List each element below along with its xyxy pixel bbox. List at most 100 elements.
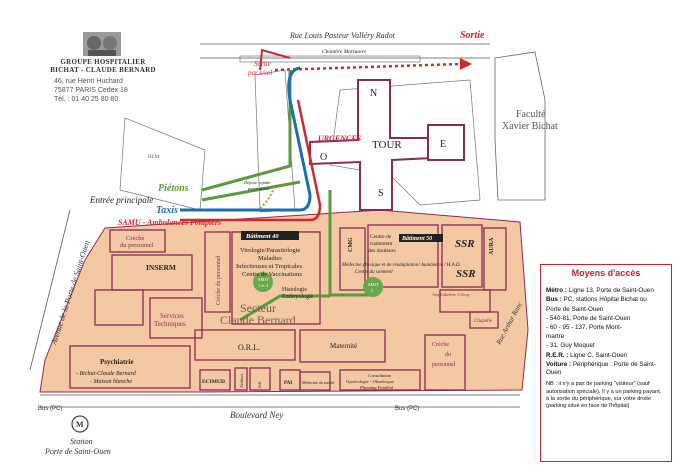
centre-douleurs-label: des douleurs <box>368 248 396 254</box>
creche-personnel-vertical: Crèche du personnel <box>216 255 222 305</box>
medecine-physique-label: Centre du sommeil <box>355 270 393 275</box>
hlm-label: HLM <box>148 155 160 160</box>
sortie-ssol-label: Sortie <box>254 60 271 68</box>
taxi-route <box>180 66 312 212</box>
urgences-label: URGENCES <box>318 134 362 143</box>
creche-du-personnel-label: Crèche <box>432 342 449 348</box>
smit-1-marker <box>253 272 273 292</box>
phone-line: Tél. : 01 40 25 80 80 <box>54 96 119 103</box>
bus-stop-right: Bus (PC) <box>395 406 419 412</box>
exit-route <box>259 48 472 72</box>
street-top: Rue Louis Pasteur Valléry Radot <box>289 31 396 40</box>
consultation-label: Consultation <box>368 373 392 378</box>
ssr-label-2: SSR <box>456 268 476 280</box>
bus-line: Porte de Saint-Ouen <box>546 305 604 313</box>
centre-douleurs-label: traitement <box>370 241 393 247</box>
chambre-mortuaire-label: Chambre Mortuaire <box>322 49 367 55</box>
bus-line: - 540-81, Porte de Saint-Ouen <box>546 314 631 322</box>
metro-icon <box>71 415 89 433</box>
tour-s: S <box>378 188 384 199</box>
ecimud-label: ECIMUD <box>202 379 225 385</box>
access-legend: Moyens d'accès Métro : Ligne 13, Porte d… <box>540 264 672 462</box>
smit-2-label: SMIT <box>368 282 379 287</box>
station-label: Porte de Saint-Ouen <box>44 447 111 456</box>
smit-2-label: 2 <box>371 288 373 293</box>
chapelle-label: Chapelle <box>474 319 493 324</box>
virologie-label: Centre de Vaccinations <box>242 271 302 278</box>
tour-n: N <box>370 88 377 99</box>
bus-label: Bus : <box>546 296 562 304</box>
creche-du-personnel-label: personnel <box>432 362 456 368</box>
psychiatrie-label: - Maison blanche <box>90 379 132 385</box>
archives-label: Archives <box>239 373 244 388</box>
creche-du-personnel-label: du <box>445 352 451 358</box>
metro-letter: M <box>76 420 84 429</box>
consultation-label: Gynécologie - Obstétrique <box>346 379 394 384</box>
virologie-label: Maladies <box>258 255 282 262</box>
hospital-header: GROUPE HOSPITALIER BICHAT - CLAUDE BERNA… <box>48 30 158 104</box>
smit-1-label: 1 et 4 <box>258 283 269 288</box>
secteur-label: Claude Bernard <box>220 313 296 327</box>
creche-personnel-label: Crèche <box>126 235 145 242</box>
faculte-building <box>494 51 546 201</box>
address-line: 75877 PARIS Cedex 18 <box>54 87 128 94</box>
maternite-label: Maternité <box>330 342 357 350</box>
smit-1-label: SMIT <box>258 277 269 282</box>
centre-douleurs-label: Centre de <box>370 234 392 240</box>
campus-buildings <box>69 224 507 391</box>
streets <box>29 43 520 408</box>
amphi-chiray-label: Amphithéâtre Chiray <box>431 292 470 297</box>
voiture-label: Voiture : <box>546 360 572 368</box>
self-label: Self <box>257 381 262 388</box>
virologie-label: Infectieuses et Tropicales <box>236 263 303 270</box>
orl-label: O.R.L. <box>238 343 260 352</box>
psychiatrie-label: Psychiatrie <box>100 358 133 366</box>
virologie-label: Virologie/Parasitologie <box>240 247 300 254</box>
address-line: 46, rue Henri Huchard <box>54 78 123 85</box>
entree-principale-label: Entrée principale <box>89 195 153 205</box>
faculte-label: Xavier Bichat <box>502 121 558 132</box>
tour-e: E <box>440 139 446 150</box>
depose-label: particuliers <box>247 186 269 191</box>
samu-label: SAMU - Ambulances Pompiers <box>118 218 221 227</box>
secteur-label: Secteur <box>240 301 276 315</box>
taxis-label: Taxis <box>156 205 178 216</box>
station-label: Station <box>70 437 93 446</box>
hospital-logo-icon <box>83 32 121 56</box>
sortie-ssol-label: par s/sol <box>247 69 272 77</box>
creche-personnel-label: du personnel <box>120 242 154 249</box>
bus-line: PC, stations Hôpital Bichat ou <box>563 296 647 304</box>
smit-2-marker <box>363 277 383 297</box>
north-buildings <box>239 55 481 213</box>
aura-label: AURA <box>489 237 495 255</box>
services-techniques-label: Techniques <box>154 320 186 328</box>
batiment-40-label: Bâtiment 40 <box>245 233 279 240</box>
medecine-physique-label: Médecine physique et de réadaptation/ Au… <box>341 263 461 268</box>
medecine-travail-label: Médecine du travail <box>302 380 335 385</box>
bus-line: - 31, Guy Moquet <box>546 342 595 350</box>
batiment-50-label: Bâtiment 50 <box>401 236 432 242</box>
voiture-text: Périphérique : Porte de Saint-Ouen <box>546 360 656 377</box>
bus-line: martre <box>546 333 565 341</box>
metro-text: Ligne 13, Porte de Saint-Ouen <box>568 287 654 295</box>
org-name-line2: BICHAT - CLAUDE BERNARD <box>50 66 156 74</box>
sortie-label: Sortie <box>460 30 485 41</box>
histologie-label: Histologie <box>282 287 307 293</box>
tour-label: TOUR <box>372 139 402 151</box>
bus-line: - 60 - 95 - 137, Porte Mont- <box>546 324 622 332</box>
legend-note: NB : il n'y a pas de parking "visiteur" … <box>546 381 662 410</box>
depose-route <box>259 184 276 209</box>
depose-label: Dépose rapide <box>243 180 270 185</box>
samu-route <box>180 99 322 222</box>
street-bottom: Boulevard Ney <box>230 410 283 420</box>
consultation-label: Planning Familial <box>359 385 394 390</box>
psychiatrie-label: - Bichat-Claude Bernard <box>76 371 137 377</box>
tour-o: O <box>320 152 327 163</box>
histologie-label: Embryologie <box>282 294 314 300</box>
ssr-label: SSR <box>455 238 475 250</box>
services-techniques-label: Services <box>160 312 184 320</box>
legend-title: Moyens d'accès <box>571 268 641 278</box>
pietons-label: Piétons <box>158 183 189 194</box>
rer-label: R.E.R. : <box>546 351 569 359</box>
